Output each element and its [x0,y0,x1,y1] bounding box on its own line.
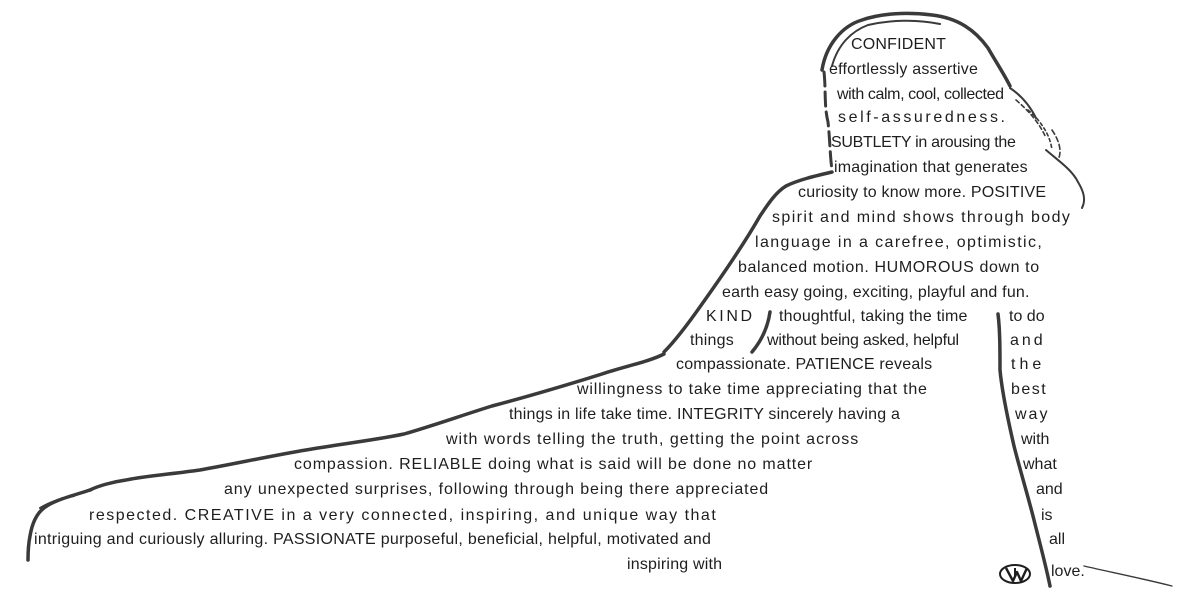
face-edge [822,70,834,172]
arm-word: all [1049,531,1066,548]
leg-outline-accent [39,495,75,509]
hair-strand [1027,109,1053,151]
poem-line: without being asked, helpful [767,332,959,349]
arm-word: the [1011,356,1046,373]
poem-line: with calm, cool, collected [837,86,1004,103]
artist-monogram-logo-icon [999,564,1031,584]
arm-outline [996,312,1052,588]
poem-line: compassionate. PATIENCE reveals [676,356,933,373]
arm-word: and [1036,481,1063,498]
poem-line: thoughtful, taking the time [779,308,968,325]
arm-word: love. [1051,563,1085,580]
hair-outline [820,11,1012,88]
poem-line: balanced motion. HUMOROUS down to [738,259,1040,276]
poem-line: things in life take time. INTEGRITY sinc… [509,406,901,423]
arm-word: way [1015,406,1050,423]
hair-strand [1015,99,1047,139]
hair-outline-inner [831,19,941,67]
arm-word: best [1011,381,1048,398]
back-outline [662,170,834,354]
arm-bracket [750,310,772,354]
hair-strand [1051,129,1061,161]
poem-line: inspiring with [627,556,723,573]
poem-line: any unexpected surprises, following thro… [224,481,770,498]
hair-strand [1045,149,1086,209]
poem-line: compassion. RELIABLE doing what is said … [294,456,814,473]
hip-outline [88,352,666,492]
poem-line: self-assuredness. [838,109,1008,126]
poem-line: imagination that generates [834,159,1028,176]
poem-line: spirit and mind shows through body [772,209,1072,226]
poem-line: respected. CREATIVE in a very connected,… [89,507,718,524]
poem-line: curiosity to know more. POSITIVE [798,184,1047,201]
poem-line: KIND [706,308,755,325]
ground-line [1083,565,1173,587]
arm-word: with [1021,431,1050,448]
poem-line: intriguing and curiously alluring. PASSI… [34,531,712,548]
poem-line: earth easy going, exciting, playful and … [722,284,1030,301]
arm-word: to do [1009,308,1045,325]
poem-line: willingness to take time appreciating th… [577,381,928,398]
poem-line: language in a carefree, optimistic, [755,234,1044,251]
poem-line: things [690,332,734,349]
arm-word: what [1023,456,1057,473]
arm-word: and [1010,332,1046,349]
poem-line: SUBTLETY in arousing the [831,134,1016,151]
poem-line: with words telling the truth, getting th… [446,431,860,448]
poem-line: effortlessly assertive [829,61,979,78]
arm-word: is [1041,507,1053,524]
poem-line: CONFIDENT [851,36,947,53]
